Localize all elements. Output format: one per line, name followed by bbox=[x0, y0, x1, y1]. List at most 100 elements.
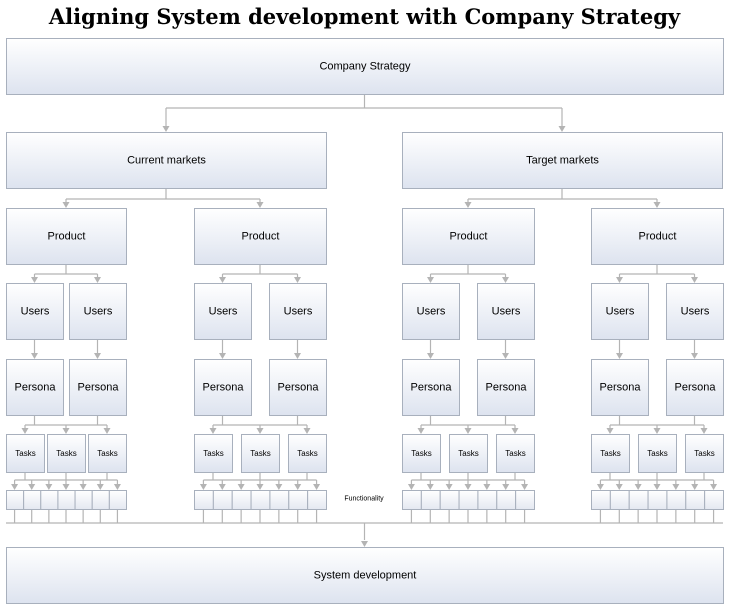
company-strategy-box-label: Company Strategy bbox=[319, 61, 411, 73]
arrowhead bbox=[616, 277, 623, 283]
market-box-0-box bbox=[6, 132, 327, 189]
product-box-0-1: Product bbox=[194, 208, 327, 265]
functionality-cell bbox=[439, 490, 460, 510]
arrowhead bbox=[256, 428, 264, 434]
product-box-1-0-box bbox=[402, 208, 535, 265]
tasks-box-1-1-2-label: Tasks bbox=[694, 449, 714, 458]
functionality-cell bbox=[420, 490, 441, 510]
product-box-1-0: Product bbox=[402, 208, 535, 265]
functionality-cell bbox=[591, 490, 611, 510]
arrowhead bbox=[483, 484, 491, 490]
functionality-cell bbox=[40, 490, 59, 510]
functionality-cell bbox=[212, 490, 233, 510]
functionality-cell bbox=[6, 490, 25, 510]
tasks-box-0-0-2: Tasks bbox=[88, 434, 127, 473]
arrowhead bbox=[417, 428, 425, 434]
functionality-cell bbox=[477, 490, 498, 510]
tasks-box-0-1-2-label: Tasks bbox=[297, 449, 317, 458]
tasks-box-1-0-2-label: Tasks bbox=[505, 449, 525, 458]
arrowhead bbox=[427, 277, 434, 283]
persona-box-1-0-1: Persona bbox=[477, 359, 535, 416]
tasks-box-1-1-1: Tasks bbox=[638, 434, 677, 473]
functionality-cell bbox=[685, 490, 706, 510]
arrowhead bbox=[275, 484, 283, 490]
arrowhead bbox=[502, 484, 510, 490]
functionality-cell bbox=[515, 490, 536, 510]
users-box-0-1-0-label: Users bbox=[209, 306, 238, 318]
arrowhead bbox=[615, 484, 623, 490]
arrowhead bbox=[162, 126, 170, 132]
arrowhead bbox=[199, 484, 207, 490]
arrowhead bbox=[94, 353, 101, 359]
functionality-cell bbox=[307, 490, 327, 510]
tasks-box-1-0-0-label: Tasks bbox=[411, 449, 431, 458]
functionality-cell bbox=[496, 490, 517, 510]
arrowhead bbox=[209, 428, 217, 434]
arrowhead bbox=[96, 484, 104, 490]
arrowhead bbox=[691, 484, 699, 490]
arrowhead bbox=[653, 428, 661, 434]
system-development-box-box bbox=[6, 547, 724, 604]
tasks-box-0-0-2-label: Tasks bbox=[97, 449, 117, 458]
functionality-cell bbox=[402, 490, 422, 510]
arrowhead bbox=[62, 428, 70, 434]
users-box-0-1-1: Users bbox=[269, 283, 327, 340]
users-box-1-1-1-box bbox=[666, 283, 724, 340]
tasks-box-1-1-0-box bbox=[591, 434, 630, 473]
arrowhead bbox=[21, 428, 29, 434]
arrowhead bbox=[502, 353, 509, 359]
functionality-cell bbox=[91, 490, 110, 510]
arrowhead bbox=[11, 484, 19, 490]
arrowhead bbox=[45, 484, 53, 490]
users-box-0-1-0: Users bbox=[194, 283, 252, 340]
persona-box-1-0-1-label: Persona bbox=[486, 382, 528, 394]
persona-box-0-0-0: Persona bbox=[6, 359, 64, 416]
tasks-box-1-0-1: Tasks bbox=[449, 434, 488, 473]
arrowhead bbox=[294, 484, 302, 490]
arrowhead bbox=[558, 126, 566, 132]
market-box-1-box bbox=[402, 132, 723, 189]
tasks-box-0-0-1-label: Tasks bbox=[56, 449, 76, 458]
arrowhead bbox=[596, 484, 604, 490]
tasks-box-0-0-0: Tasks bbox=[6, 434, 45, 473]
arrowhead bbox=[31, 277, 38, 283]
arrowhead bbox=[303, 428, 311, 434]
arrowhead bbox=[94, 277, 101, 283]
tasks-box-0-1-0-label: Tasks bbox=[203, 449, 223, 458]
arrowhead bbox=[361, 541, 368, 547]
users-box-0-0-0-label: Users bbox=[21, 306, 50, 318]
users-box-0-0-0: Users bbox=[6, 283, 64, 340]
arrowhead bbox=[313, 484, 321, 490]
tasks-box-1-0-1-box bbox=[449, 434, 488, 473]
arrowhead bbox=[237, 484, 245, 490]
tasks-box-0-1-2: Tasks bbox=[288, 434, 327, 473]
arrowhead bbox=[502, 277, 509, 283]
functionality-label: Functionality bbox=[344, 496, 384, 503]
arrowhead bbox=[426, 484, 434, 490]
product-box-1-1: Product bbox=[591, 208, 724, 265]
persona-box-1-1-0-label: Persona bbox=[600, 382, 642, 394]
market-box-0-label: Current markets bbox=[127, 155, 206, 167]
product-box-1-1-label: Product bbox=[639, 231, 677, 243]
arrowhead bbox=[103, 428, 111, 434]
persona-box-1-1-0-box bbox=[591, 359, 649, 416]
persona-box-0-0-1-box bbox=[69, 359, 127, 416]
company-strategy-box-box bbox=[6, 38, 724, 95]
arrowhead bbox=[521, 484, 529, 490]
functionality-cell bbox=[704, 490, 725, 510]
tasks-box-0-1-1: Tasks bbox=[241, 434, 280, 473]
users-box-1-0-0: Users bbox=[402, 283, 460, 340]
tasks-box-1-1-0: Tasks bbox=[591, 434, 630, 473]
persona-box-1-1-1-box bbox=[666, 359, 724, 416]
persona-box-0-0-0-box bbox=[6, 359, 64, 416]
persona-box-1-1-1-label: Persona bbox=[675, 382, 717, 394]
users-box-1-0-1: Users bbox=[477, 283, 535, 340]
tasks-box-0-1-1-box bbox=[241, 434, 280, 473]
users-box-0-1-0-box bbox=[194, 283, 252, 340]
market-box-0: Current markets bbox=[6, 132, 327, 189]
functionality-cell bbox=[666, 490, 687, 510]
users-box-0-0-0-box bbox=[6, 283, 64, 340]
persona-box-0-0-1-label: Persona bbox=[78, 382, 120, 394]
persona-box-0-1-0-box bbox=[194, 359, 252, 416]
